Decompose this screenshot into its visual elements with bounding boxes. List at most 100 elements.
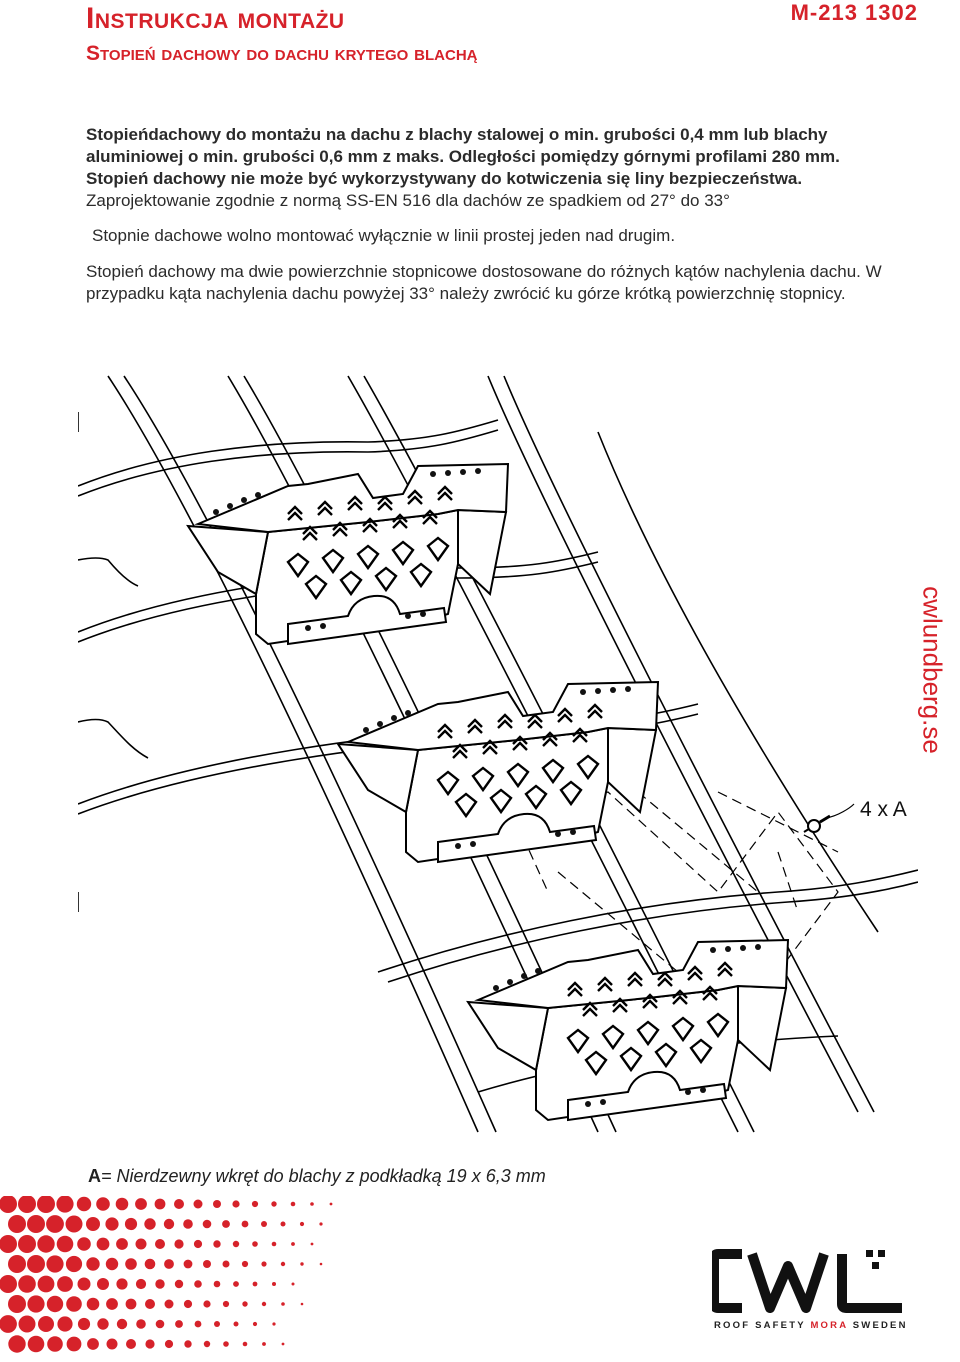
dot [116,1318,128,1330]
dot [214,1321,220,1327]
dot [27,1335,45,1353]
dot [233,1281,239,1287]
dot [18,1235,36,1253]
paragraph-tread-surface: Stopień dachowy ma dwie powierzchnie sto… [86,262,882,303]
dot [261,1301,267,1307]
dot [272,1322,276,1326]
dot [96,1237,110,1251]
dot [125,1298,137,1310]
dot [281,1342,285,1346]
dot [291,1242,295,1246]
dot [145,1299,155,1309]
decorative-dot-pattern [0,1196,333,1353]
dot [97,1278,109,1290]
paragraph-alignment: Stopnie dachowe wolno montować wyłącznie… [92,226,676,245]
dot [0,1235,17,1253]
dot [262,1342,266,1346]
dot [86,1257,100,1271]
dot [145,1339,155,1349]
dot [291,1282,295,1286]
dot [37,1235,55,1253]
dot [183,1299,193,1309]
dot [18,1275,36,1293]
dot [18,1315,36,1333]
dot [223,1341,229,1347]
dot [116,1238,128,1250]
dot [242,1341,248,1347]
dot [233,1321,239,1327]
document-number: M-213 1302 [790,0,918,25]
dot [222,1220,230,1228]
dot [164,1299,174,1309]
dot [8,1335,26,1353]
legend-text: = Nierdzewny wkręt do blachy z podkładką… [101,1166,546,1186]
legend: A= Nierdzewny wkręt do blachy z podkładk… [88,1166,546,1187]
dot [125,1258,137,1270]
dot [46,1255,64,1273]
dot [65,1215,83,1233]
dot [27,1215,45,1233]
dot [222,1300,230,1308]
dot [232,1200,240,1208]
dot [106,1338,118,1350]
dot [213,1240,221,1248]
dot [56,1235,74,1253]
dot [66,1296,82,1312]
dot [251,1200,259,1208]
dot [77,1237,91,1251]
dot [319,1222,323,1226]
dot [144,1258,156,1270]
dot [203,1260,211,1268]
dot [56,1196,74,1213]
dot [232,1240,240,1248]
cwl-logo [712,1249,902,1313]
dot [76,1196,92,1212]
dot [77,1277,91,1291]
dot [46,1215,64,1233]
dot [8,1255,26,1273]
dot [0,1315,17,1333]
paragraph-material: Stopieńdachowy do montażu na dachu z bla… [86,125,840,188]
dot [8,1295,26,1313]
dot [242,1301,248,1307]
dot [144,1218,156,1230]
dot [86,1217,100,1231]
dot [193,1239,203,1249]
page-title: Instrukcja montażu [86,2,345,35]
dot [280,1221,286,1227]
logo-tagline: ROOF SAFETY MORA SWEDEN [714,1320,908,1331]
dot [310,1242,314,1246]
dot [174,1239,184,1249]
dot [135,1278,147,1290]
dot [290,1201,296,1207]
dot [27,1295,45,1313]
dot [271,1241,277,1247]
dot [155,1239,165,1249]
dot [96,1197,110,1211]
screw-icon [803,803,855,833]
website-vertical: cwlundberg.se [917,586,948,754]
dot [310,1202,314,1206]
dot [222,1260,230,1268]
dot [193,1199,203,1209]
dot [57,1316,73,1332]
dot [281,1302,285,1306]
roof-step-illustration: 4 x A [78,375,918,1133]
dot [175,1320,183,1328]
dot [105,1257,119,1271]
instructions-text: Stopieńdachowy do montażu na dachu z bla… [86,124,886,342]
screw-callout: 4 x A [860,798,907,821]
dot [46,1295,64,1313]
dot [184,1340,192,1348]
dot [241,1220,249,1228]
dot [0,1275,17,1293]
dot [299,1221,305,1227]
dot [164,1339,174,1349]
dot [272,1282,276,1286]
dot [116,1278,128,1290]
dot [300,1262,304,1266]
dot [319,1262,323,1266]
paragraph-standard: Zaprojektowanie zgodnie z normą SS-EN 51… [86,191,730,210]
dot [106,1298,118,1310]
dot [203,1300,211,1308]
